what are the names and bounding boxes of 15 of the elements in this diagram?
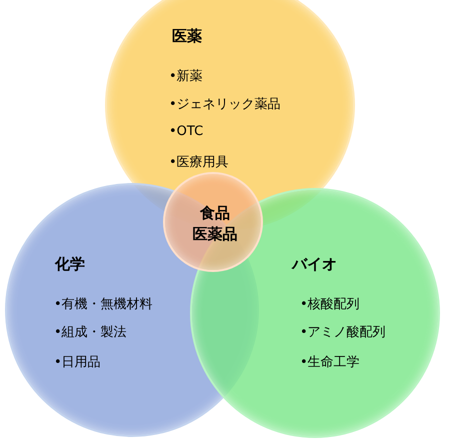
list-item: •OTC <box>169 124 204 139</box>
circle-heading: バイオ <box>292 255 337 274</box>
circle-heading: 医薬品 <box>192 225 238 244</box>
circle-heading: 化学 <box>55 255 85 274</box>
circle-heading: 食品 <box>200 204 230 223</box>
list-item: •有機・無機材料 <box>54 296 153 313</box>
list-item: •医療用具 <box>169 154 229 171</box>
list-item: •生命工学 <box>300 354 360 371</box>
circle-heading: 医薬 <box>172 27 202 46</box>
list-item: •ジェネリック薬品 <box>169 96 281 113</box>
list-item: •核酸配列 <box>300 296 360 313</box>
list-item: •日用品 <box>54 354 101 371</box>
list-item: •アミノ酸配列 <box>300 324 386 341</box>
list-item: •組成・製法 <box>54 324 127 341</box>
list-item: •新薬 <box>169 68 203 85</box>
